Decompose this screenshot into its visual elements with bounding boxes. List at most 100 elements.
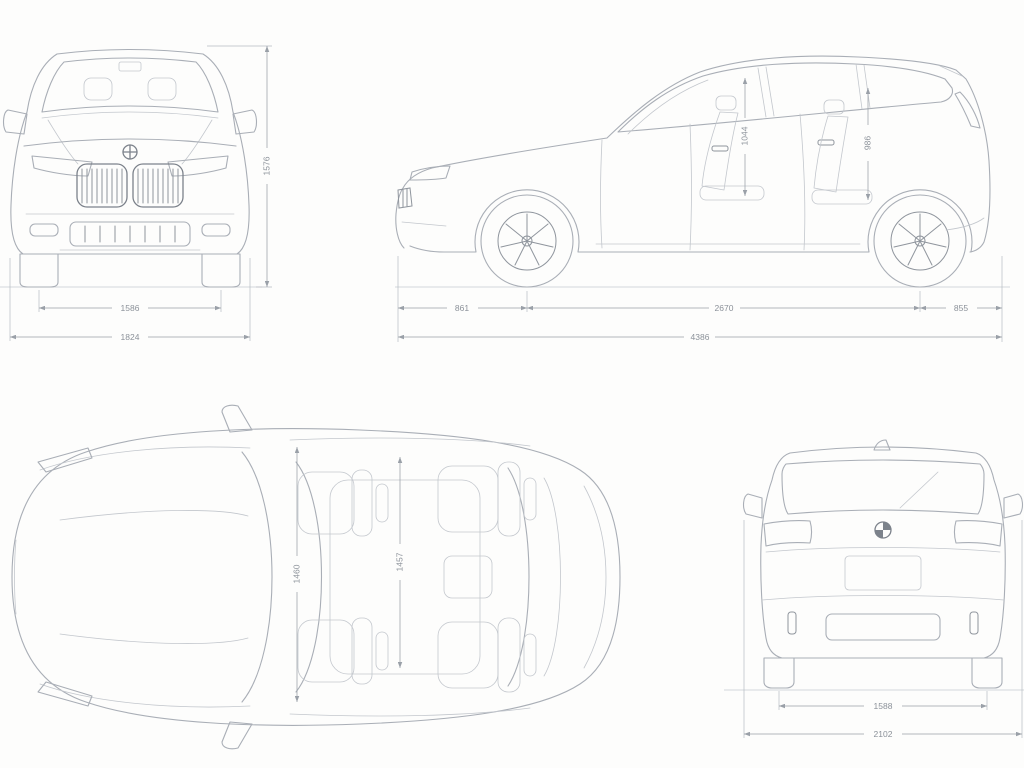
top-right-headlight [37, 681, 93, 707]
top-view: 1460 1457 [11, 404, 621, 750]
dim-headroom-rear: 986 [862, 88, 872, 200]
side-front-bumper-line [401, 221, 447, 227]
top-sunroof [329, 479, 481, 675]
side-spoiler-line [939, 65, 963, 77]
rear-window [781, 459, 985, 515]
interior-width-rear-label: 1457 [394, 552, 404, 571]
top-tailgate-arc [583, 485, 607, 669]
rear-wiper [899, 471, 939, 509]
front-air-intake [69, 221, 191, 247]
headroom-front-label: 1044 [739, 126, 749, 145]
dim-headroom-front: 1044 [739, 78, 749, 196]
dim-rear-track: 1588 [778, 691, 988, 711]
license-plate-recess [844, 555, 922, 591]
side-body-outline [395, 55, 991, 253]
side-headlight [409, 165, 451, 181]
front-door-handle [711, 145, 729, 152]
front-right-mirror [232, 109, 257, 135]
top-left-mirror [221, 404, 253, 433]
side-grille [397, 187, 413, 209]
front-left-headrest [83, 77, 113, 101]
top-hood-crease-upper [59, 510, 249, 521]
front-beltline [23, 138, 237, 147]
rear-right-taillight [953, 520, 1003, 547]
side-front-seat [699, 95, 765, 201]
top-cowl-arc [241, 451, 273, 703]
rear-track-label: 1588 [874, 701, 893, 711]
side-a-pillar-line [627, 79, 709, 135]
front-overhang-label: 861 [455, 303, 469, 313]
side-rear-bumper-line [945, 217, 985, 231]
interior-width-front-label: 1460 [291, 564, 301, 583]
top-roof-front-arc [295, 461, 323, 693]
rear-diffuser [825, 613, 941, 641]
length-label: 4386 [691, 332, 710, 342]
front-intake-bars [84, 225, 176, 243]
kidney-grille [76, 163, 184, 208]
side-rear-seat [811, 99, 873, 205]
front-view: 1576 1586 1824 [0, 45, 272, 342]
front-hood-crease-left [47, 119, 79, 165]
front-windshield [41, 57, 219, 113]
front-right-tire [201, 253, 241, 288]
rear-body-outline [760, 446, 1006, 659]
antenna-fin [873, 439, 891, 451]
front-cowl-line [41, 111, 219, 119]
headroom-rear-label: 986 [862, 136, 872, 150]
top-hood-crease-lower [59, 633, 249, 644]
top-bumper-line [14, 539, 17, 615]
top-rear-window-arc [507, 467, 530, 687]
dim-interior-width-front: 1460 [291, 447, 301, 702]
side-rocker-and-arches [409, 189, 973, 253]
top-hood-edge-upper [39, 446, 251, 471]
front-left-headlight [31, 155, 93, 177]
top-hood-edge-lower [39, 683, 251, 708]
side-taillight [954, 91, 981, 129]
rear-door-handle [817, 139, 835, 146]
dim-front-track: 1586 [38, 290, 222, 313]
dim-interior-width-rear: 1457 [394, 457, 404, 668]
dim-front-height: 1576 [207, 45, 272, 288]
top-left-headlight [37, 447, 93, 473]
front-height-label: 1576 [261, 156, 271, 175]
top-roofline-lower [289, 707, 531, 717]
front-body-outline [10, 48, 250, 255]
rear-bumper-top-line [761, 595, 1005, 601]
rear-right-tire [971, 657, 1003, 689]
front-right-headlight [167, 155, 229, 177]
side-rear-wheel [873, 194, 967, 288]
side-rear-door-line [799, 113, 806, 251]
side-quarter-line [600, 139, 603, 249]
top-rear-seats [437, 461, 537, 693]
tailgate-crease [765, 547, 1001, 553]
front-left-mirror [3, 109, 28, 135]
rear-view: 1588 2102 [724, 439, 1024, 739]
top-rear-roof-edge [543, 477, 561, 677]
rearview-mirror [118, 61, 142, 72]
side-b-pillar [757, 66, 775, 118]
dim-rear-width-mirrors: 2102 [743, 520, 1023, 739]
rear-overhang-label: 855 [954, 303, 968, 313]
dim-side-bottom: 861 2670 855 4386 [397, 256, 1003, 342]
top-right-mirror [221, 721, 253, 750]
rear-left-tire [763, 657, 795, 689]
rear-left-reflector [787, 611, 797, 635]
front-width-label: 1824 [121, 332, 140, 342]
dim-front-width: 1824 [9, 258, 251, 342]
bmw-logo-front [122, 144, 138, 160]
top-roofline-upper [289, 437, 531, 447]
front-right-headrest [147, 77, 177, 101]
side-c-pillar [855, 63, 871, 110]
rear-left-taillight [763, 520, 813, 547]
front-track-label: 1586 [121, 303, 140, 313]
top-body-outline [11, 428, 621, 726]
rear-right-mirror [1003, 493, 1023, 519]
front-left-fog-slit [29, 223, 59, 237]
bmw-logo-rear [874, 521, 892, 539]
front-right-fog-slit [201, 223, 231, 237]
front-hood-crease-right [181, 119, 213, 165]
rear-right-reflector [969, 611, 979, 635]
rear-width-mirrors-label: 2102 [874, 729, 893, 739]
